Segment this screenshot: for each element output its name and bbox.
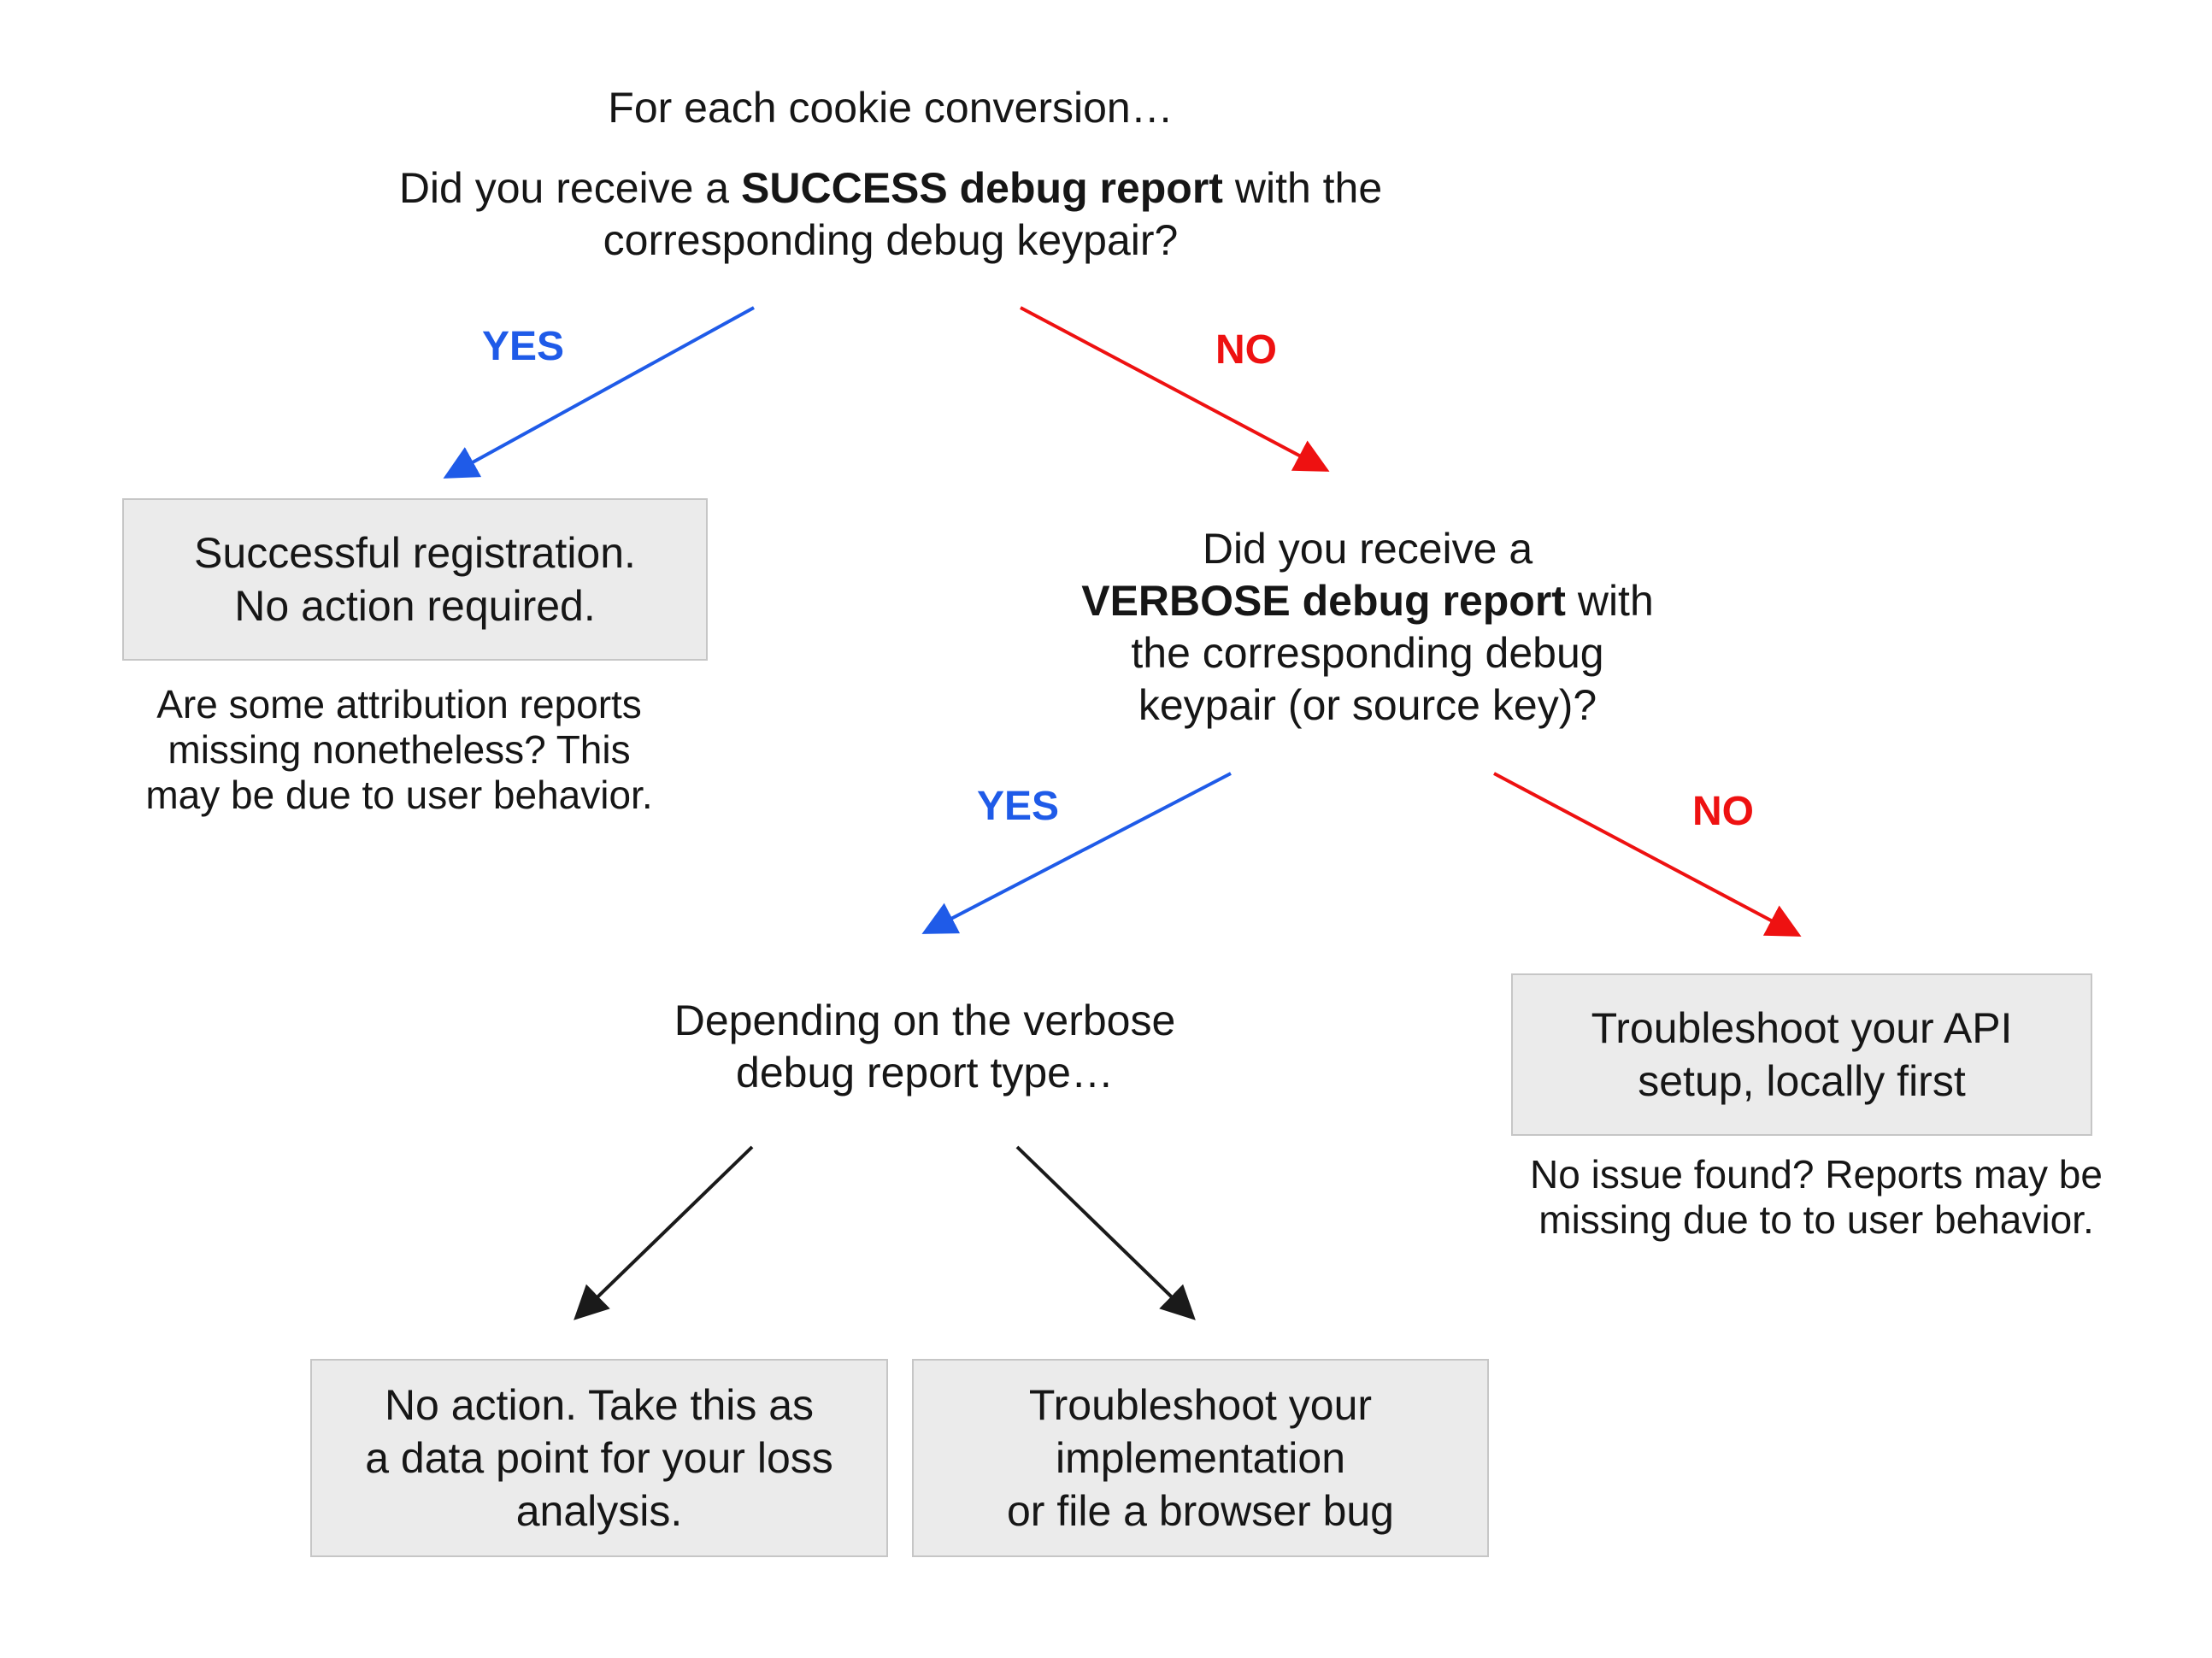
result-box-troubleshoot-implementation: Troubleshoot your implementation or file… bbox=[912, 1359, 1489, 1557]
noaction-box-line1: No action. Take this as bbox=[384, 1381, 815, 1429]
question-success-line1: Did you receive a SUCCESS debug report w… bbox=[292, 162, 1489, 215]
question-verbose-line2: VERBOSE debug report with bbox=[1043, 575, 1692, 627]
question-verbose-bold: VERBOSE debug report bbox=[1081, 577, 1566, 625]
edge-no-2 bbox=[1493, 772, 1802, 937]
edge-verbose-right bbox=[1015, 1145, 1196, 1320]
noaction-box-line2: a data point for your loss bbox=[365, 1434, 833, 1482]
question-success-report: Did you receive a SUCCESS debug report w… bbox=[292, 162, 1489, 267]
no-label-2: NO bbox=[1692, 789, 1754, 834]
question-verbose-report: Did you receive a VERBOSE debug report w… bbox=[1043, 523, 1692, 732]
question-success-bold: SUCCESS debug report bbox=[741, 164, 1223, 212]
impl-box-line1: Troubleshoot your bbox=[1028, 1381, 1373, 1429]
success-note-line2: missing nonetheless? This bbox=[168, 727, 631, 772]
question-success-prefix: Did you receive a bbox=[398, 164, 742, 212]
edge-yes-1 bbox=[443, 306, 755, 479]
result-box-troubleshoot-api: Troubleshoot your API setup, locally fir… bbox=[1511, 973, 2092, 1136]
api-box-line2: setup, locally first bbox=[1638, 1057, 1966, 1105]
edge-verbose-left bbox=[574, 1145, 754, 1320]
edge-yes-2 bbox=[921, 772, 1232, 934]
question-verbose-line4: keypair (or source key)? bbox=[1138, 681, 1597, 729]
depending-line1: Depending on the verbose bbox=[674, 997, 1176, 1044]
impl-box-line3: or file a browser bug bbox=[1006, 1487, 1394, 1535]
question-verbose-line2-suffix: with bbox=[1565, 577, 1654, 625]
root-intro: For each cookie conversion… bbox=[608, 84, 1174, 132]
node-depending-on-report-type: Depending on the verbose debug report ty… bbox=[626, 995, 1224, 1099]
api-note-line2: missing due to to user behavior. bbox=[1538, 1197, 2094, 1242]
success-note-line1: Are some attribution reports bbox=[156, 682, 642, 726]
noaction-box-line3: analysis. bbox=[515, 1487, 683, 1535]
result-box-no-action-loss-analysis: No action. Take this as a data point for… bbox=[310, 1359, 888, 1557]
yes-label-2: YES bbox=[976, 784, 1060, 829]
api-note-line1: No issue found? Reports may be bbox=[1530, 1152, 2103, 1196]
question-verbose-line3: the corresponding debug bbox=[1131, 629, 1604, 677]
yes-label-1: YES bbox=[481, 324, 565, 369]
api-box-line1: Troubleshoot your API bbox=[1591, 1004, 2013, 1052]
success-box-line1: Successful registration. bbox=[194, 529, 636, 577]
edge-no-1 bbox=[1020, 306, 1330, 472]
question-success-suffix: with the bbox=[1222, 164, 1383, 212]
success-box-line2: No action required. bbox=[234, 582, 596, 630]
question-verbose-line1: Did you receive a bbox=[1202, 525, 1533, 573]
depending-line2: debug report type… bbox=[736, 1049, 1114, 1097]
impl-box-line2: implementation bbox=[1055, 1434, 1346, 1482]
success-box-footnote: Are some attribution reports missing non… bbox=[100, 682, 698, 818]
question-success-line2: corresponding debug keypair? bbox=[603, 216, 1179, 264]
result-box-successful-registration: Successful registration. No action requi… bbox=[122, 498, 708, 661]
success-note-line3: may be due to user behavior. bbox=[145, 773, 653, 817]
no-label-1: NO bbox=[1215, 327, 1277, 373]
api-box-footnote: No issue found? Reports may be missing d… bbox=[1466, 1152, 2167, 1243]
